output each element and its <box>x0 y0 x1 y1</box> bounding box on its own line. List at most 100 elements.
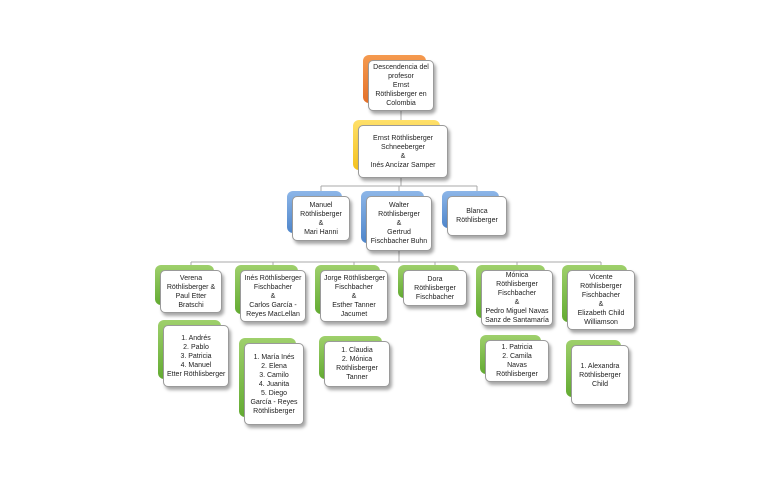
node-text-line: Gertrud <box>387 229 411 236</box>
node-text-line: 2. Camila <box>502 353 532 360</box>
node-text-line: Paul Etter <box>175 292 207 300</box>
node-text-line: Vicente <box>589 274 613 281</box>
node-text-line: Williamson <box>584 319 618 326</box>
node-text-line: Etter Röthlisberger <box>167 370 226 378</box>
node-text-line: Verena <box>179 274 203 282</box>
node-text-line: Röthlisberger <box>378 211 420 218</box>
node-text-line: & <box>270 292 276 300</box>
node-text-line: Röthlisberger <box>580 283 622 290</box>
node-text-line: Röthlisberger <box>300 210 342 218</box>
node-text-line: Röthlisberger en <box>375 91 427 98</box>
node-text-line: Tanner <box>346 374 368 381</box>
node-text-line: Navas <box>507 362 527 369</box>
node-text-line: Descendencia del <box>373 64 429 71</box>
node-text-line: Bratschi <box>178 301 204 309</box>
node-text-line: 1. Andrés <box>181 334 211 342</box>
node-text-line: Fischbacher <box>497 290 537 297</box>
node-text-line: 2. Pablo <box>183 343 209 351</box>
node-text-line: Fischbacher <box>253 283 293 291</box>
node-text-line: Röthlisberger <box>456 217 498 224</box>
node-text-line: 4. Manuel <box>180 361 212 369</box>
node-text-line: Mónica <box>505 272 529 279</box>
node-text-line: 4. Juanita <box>258 380 290 388</box>
node-text-line: Dora <box>427 275 443 283</box>
node-text-line: 2. Mónica <box>341 356 373 363</box>
node-text-line: Inés Röthlisberger <box>244 274 302 282</box>
node-text-line: Walter <box>389 202 409 209</box>
node-text-line: 5. Diego <box>260 389 288 397</box>
node-text-line: Esther Tanner <box>332 301 376 309</box>
node-text-line: Colombia <box>386 100 416 107</box>
node-text-line: & <box>351 292 357 300</box>
node-text-line: Röthlisberger <box>496 281 538 288</box>
node-text-line: Röthlisberger <box>496 371 538 378</box>
node-text-line: 3. Patricia <box>180 352 212 360</box>
node-text-line: Child <box>592 380 608 388</box>
node-text-line: & <box>598 301 604 308</box>
node-text-line: 1. Patricia <box>501 344 533 351</box>
node-text-line: Blanca <box>466 208 488 215</box>
node-text-line: 1. Alexandra <box>580 362 620 370</box>
node-text-line: & <box>318 219 324 227</box>
node-text-line: Jacumet <box>340 310 368 318</box>
node-text-line: Carlos García - <box>249 301 297 309</box>
node-text-line: Ernst <box>392 82 410 89</box>
node-text-line: Elizabeth Child <box>577 310 625 317</box>
node-text-line: Inés Ancízar Samper <box>370 161 436 169</box>
node-text-line: Jorge Röthlisberger <box>324 274 386 282</box>
node-text-line: Röthlisberger <box>336 365 378 372</box>
node-text-line: Mari Hanni <box>304 228 338 236</box>
node-text-line: García - Reyes <box>250 398 298 406</box>
node-text-line: 3. Camilo <box>259 371 289 379</box>
node-text-line: 1. Claudia <box>341 347 373 354</box>
node-text-line: & <box>514 299 520 306</box>
node-text-line: Fischbacher <box>415 293 455 301</box>
node-text-line: 1. María Inés <box>253 353 295 361</box>
node-text-line: Röthlisberger <box>253 407 295 415</box>
node-text-line: Fischbacher <box>581 292 621 299</box>
node-text-line: Fischbacher Buhn <box>370 238 428 245</box>
node-text-line: Manuel <box>309 201 333 209</box>
node-text-line: Pedro Miguel Navas <box>485 308 549 315</box>
node-text-line: profesor <box>388 73 414 80</box>
node-text-line: & <box>396 220 402 227</box>
node-text-line: Schneeberger <box>381 143 425 151</box>
node-text-line: 2. Elena <box>261 362 287 370</box>
node-text-line: Röthlisberger <box>414 284 456 292</box>
node-text-line: Fischbacher <box>334 283 374 291</box>
node-text-line: Sanz de Santamaría <box>485 317 549 324</box>
node-text-line: & <box>400 152 406 160</box>
node-text-line: Ernst Röthlisberger <box>373 134 433 142</box>
node-text-line: Reyes MacLellan <box>246 310 300 318</box>
